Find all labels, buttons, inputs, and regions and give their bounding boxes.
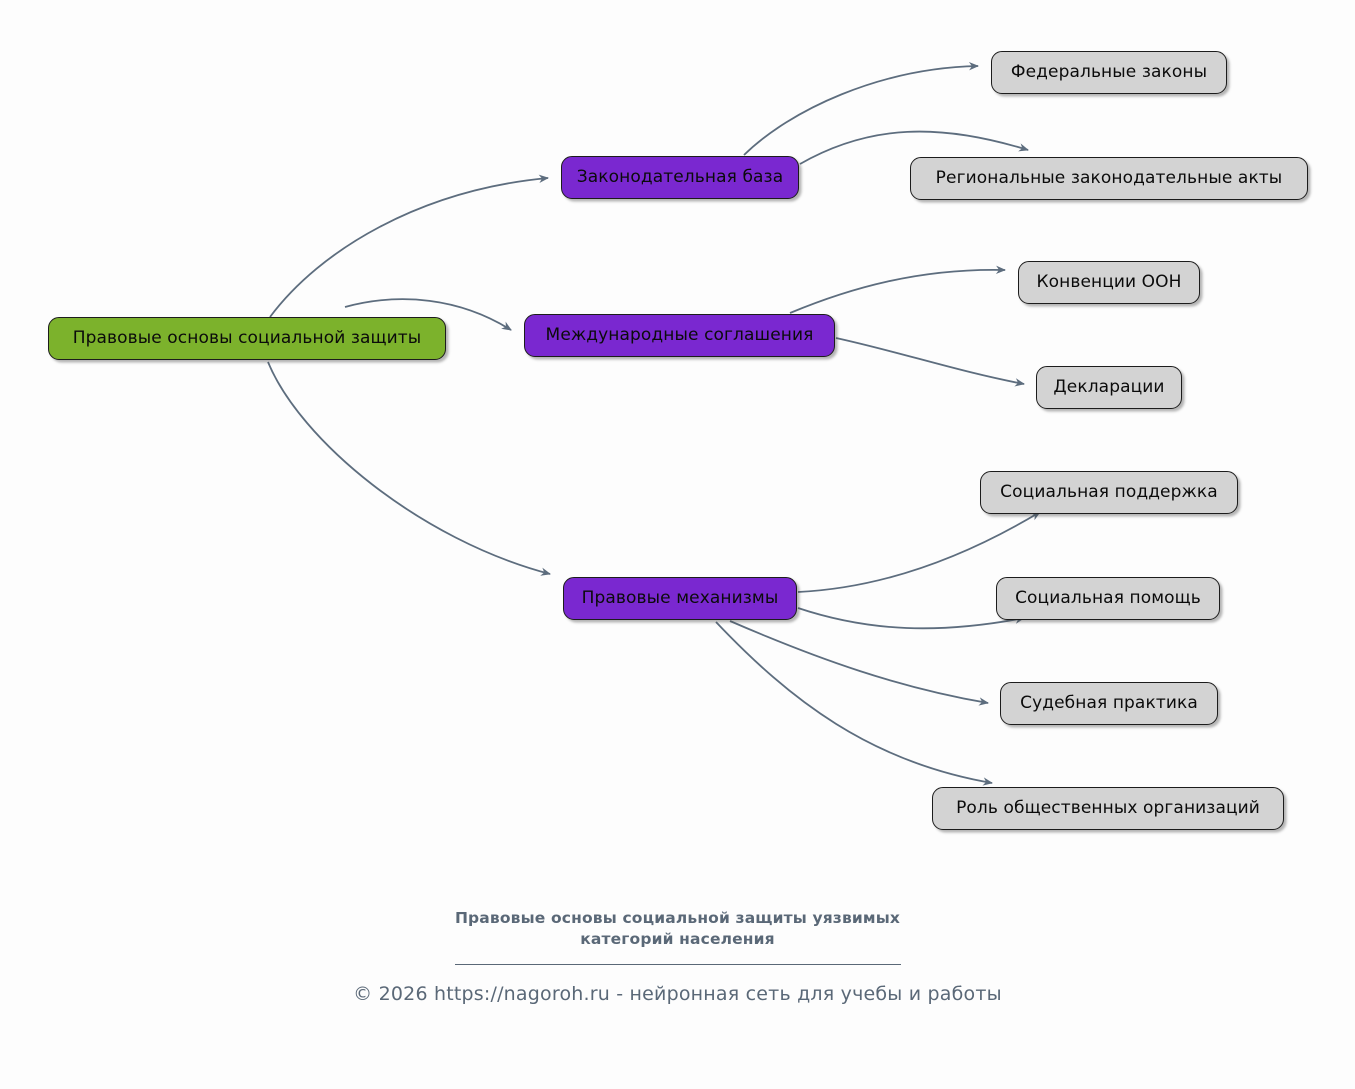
node-branch-pravovye-mehanizmy-label: Правовые механизмы [581,588,779,608]
node-root-label: Правовые основы социальной защиты [72,328,422,348]
node-branch-zakonodatelnaya-baza-label: Законодательная база [576,167,784,187]
node-branch-zakonodatelnaya-baza[interactable]: Законодательная база [561,156,799,199]
node-leaf-deklaracii-label: Декларации [1053,377,1165,397]
node-leaf-federalnye-zakony[interactable]: Федеральные законы [991,51,1227,94]
node-leaf-regionalnye-akty[interactable]: Региональные законодательные акты [910,157,1308,200]
footer-divider [454,963,901,965]
node-leaf-deklaracii[interactable]: Декларации [1036,366,1182,409]
edge-mezhdunarodnye-to-konvencii [789,265,1006,314]
node-leaf-sudebnaya-praktika[interactable]: Судебная практика [1000,682,1218,725]
node-root[interactable]: Правовые основы социальной защиты [48,317,446,360]
node-leaf-rol-obshchestvennyh-organizacij[interactable]: Роль общественных организаций [932,787,1284,830]
node-branch-mezhdunarodnye-soglasheniya-label: Международные соглашения [545,325,814,345]
node-leaf-sudebnaya-praktika-label: Судебная практика [1020,693,1198,713]
node-leaf-konvencii-oon-label: Конвенции ООН [1036,272,1182,292]
node-leaf-konvencii-oon[interactable]: Конвенции ООН [1018,261,1200,304]
node-leaf-regionalnye-akty-label: Региональные законодательные акты [935,168,1283,188]
node-leaf-socialnaya-pomoshch-label: Социальная помощь [1015,588,1201,608]
edge-zakonodatelnaya-to-federalnye [743,61,979,156]
edge-mehanizmy-to-rol [715,621,993,786]
node-leaf-socialnaya-podderzhka[interactable]: Социальная поддержка [980,471,1238,514]
node-branch-pravovye-mehanizmy[interactable]: Правовые механизмы [563,577,797,620]
node-leaf-socialnaya-pomoshch[interactable]: Социальная помощь [996,577,1220,620]
footer: Правовые основы социальной защиты уязвим… [0,908,1355,1005]
node-leaf-federalnye-zakony-label: Федеральные законы [1010,62,1208,82]
edge-root-to-zakonodatelnaya-baza [269,174,549,318]
node-branch-mezhdunarodnye-soglasheniya[interactable]: Международные соглашения [524,314,835,357]
edge-mehanizmy-to-sudebnaya [729,620,989,706]
edge-mehanizmy-to-pomoshch [797,607,1025,630]
footer-copyright: © 2026 https://nagoroh.ru - нейронная се… [353,982,1002,1005]
footer-title: Правовые основы социальной защиты уязвим… [454,909,901,948]
node-leaf-rol-obshchestvennyh-organizacij-label: Роль общественных организаций [956,798,1260,818]
edge-root-to-pravovye-mehanizmy [267,361,551,576]
node-leaf-socialnaya-podderzhka-label: Социальная поддержка [1000,482,1218,502]
edge-mezhdunarodnye-to-deklaracii [835,337,1025,387]
